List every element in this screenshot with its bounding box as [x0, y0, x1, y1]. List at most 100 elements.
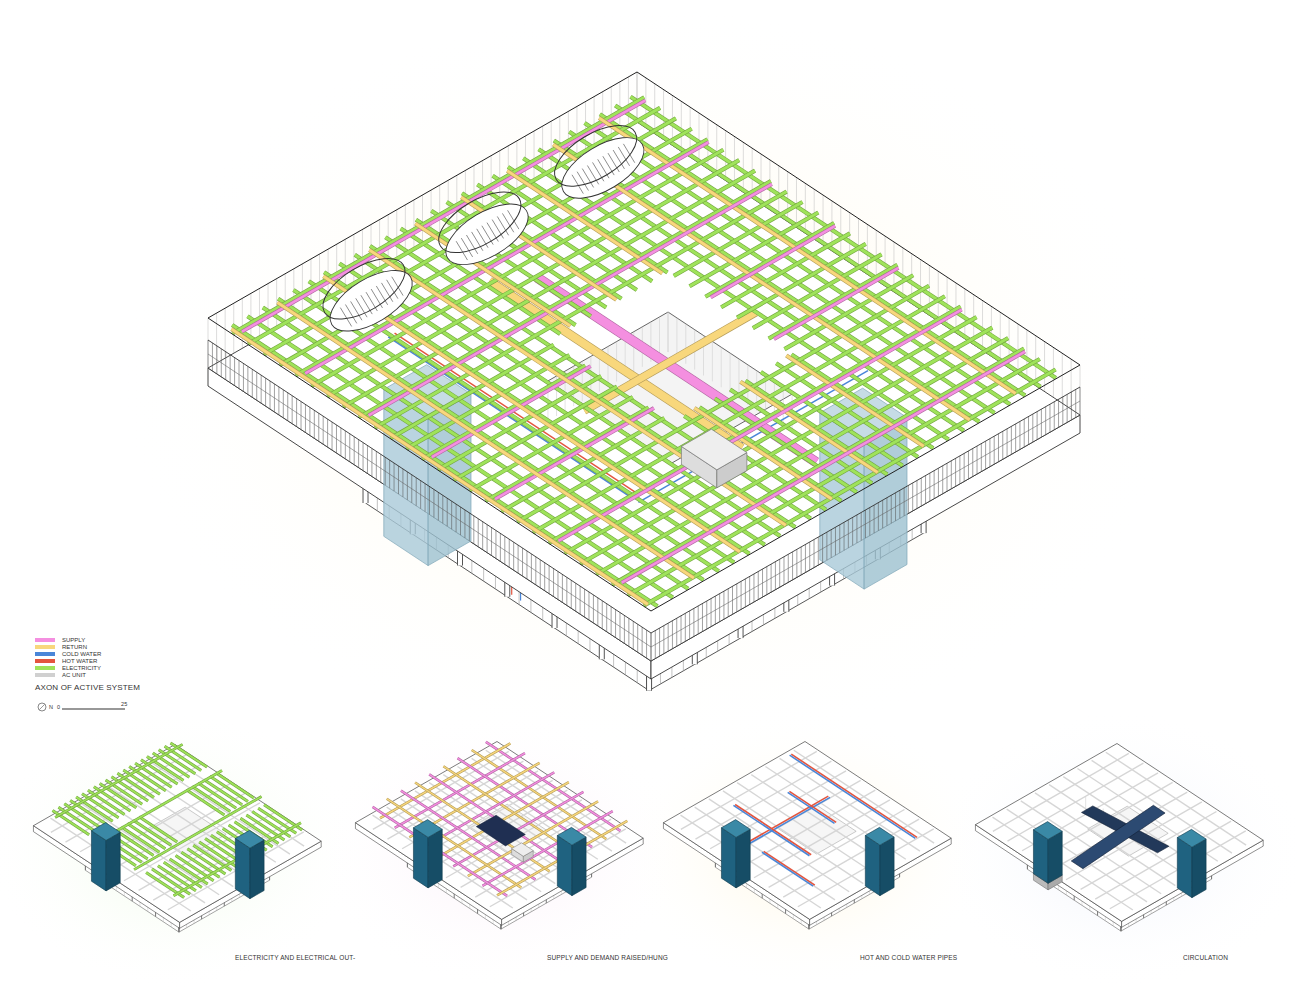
back-mullion	[681, 101, 682, 151]
background-glow	[110, 0, 1190, 760]
electric-conduit	[565, 317, 977, 553]
railing	[208, 354, 651, 647]
background-glow	[310, 710, 690, 987]
supply-pipe	[774, 268, 898, 339]
sub-caption: CIRCULATION	[1183, 954, 1228, 961]
legend-swatch	[35, 659, 55, 663]
skylight-glazing	[618, 147, 629, 166]
ac-unit	[512, 843, 534, 856]
back-mullion	[576, 106, 577, 156]
legend-text: ELECTRICITY	[62, 665, 101, 671]
service-core	[1048, 831, 1062, 883]
service-core	[721, 820, 750, 838]
electric-conduit	[312, 150, 724, 386]
legend-row: SUPPLY	[35, 636, 85, 643]
floor-plate	[208, 122, 1080, 661]
back-mullion	[208, 318, 209, 368]
back-mullion	[611, 87, 612, 137]
skylight	[436, 192, 538, 277]
legend-text: AC UNIT	[62, 672, 86, 678]
supply-pipe	[711, 226, 835, 297]
back-mullion	[439, 185, 440, 235]
electric-conduit	[612, 349, 1024, 585]
skylight-glazing	[608, 153, 619, 172]
service-core	[413, 828, 428, 888]
back-mullion	[699, 113, 700, 163]
electric-conduit	[312, 150, 724, 386]
courtyard-mullion	[608, 347, 609, 387]
skylight-glazing	[572, 175, 583, 194]
skylight-glazing	[376, 286, 387, 305]
back-mullion	[725, 131, 726, 181]
courtyard-mullion	[659, 317, 660, 357]
floor-plate	[33, 745, 321, 923]
electric-conduit	[248, 108, 660, 344]
back-mullion	[302, 264, 303, 314]
back-mullion	[456, 175, 457, 225]
duct	[409, 763, 539, 838]
legend-text: SUPPLY	[62, 637, 85, 643]
system-axon	[663, 742, 951, 930]
skylight-glazing	[502, 213, 513, 232]
back-mullion	[396, 210, 397, 260]
courtyard-mullion	[668, 312, 669, 352]
back-mullion	[1000, 312, 1001, 362]
return-pipe	[599, 118, 1015, 393]
electric-conduit	[628, 359, 1040, 595]
skylight-glazing	[456, 241, 467, 260]
beam	[1007, 809, 1147, 902]
column	[1085, 797, 1086, 810]
electric-conduit	[596, 338, 1008, 574]
beam	[709, 799, 849, 892]
back-mullion	[285, 274, 286, 324]
return-pipe	[231, 329, 647, 604]
electric-conduit	[186, 790, 224, 815]
skylight-glazing	[492, 220, 503, 239]
service-core	[413, 820, 442, 838]
floor-plate	[663, 742, 951, 920]
system-axon	[355, 742, 643, 930]
back-mullion	[319, 254, 320, 304]
service-core	[384, 389, 428, 565]
hot-water-pipe	[789, 791, 836, 822]
supply-pipe	[558, 310, 961, 541]
legend-text: RETURN	[62, 644, 87, 650]
back-mullion	[778, 166, 779, 216]
back-mullion	[259, 288, 260, 338]
skylight	[313, 246, 422, 343]
electric-conduit	[55, 744, 182, 817]
beam	[695, 807, 835, 900]
supply-pipe	[711, 226, 835, 297]
back-mullion	[902, 248, 903, 298]
back-mullion	[1044, 342, 1045, 392]
skylight	[429, 180, 538, 277]
courtyard-mullion	[730, 353, 731, 393]
scale-bar	[38, 703, 125, 711]
back-mullion	[663, 90, 664, 140]
back-mullion	[964, 289, 965, 339]
legend-swatch	[35, 638, 55, 642]
service-core	[865, 827, 894, 845]
service-core	[820, 388, 907, 442]
back-mullion	[796, 177, 797, 227]
legend-swatch	[35, 673, 55, 677]
legend-row: ELECTRICITY	[35, 664, 101, 671]
service-core	[91, 823, 120, 841]
back-mullion	[823, 195, 824, 245]
floor-plate	[355, 742, 643, 920]
skylight-glazing	[593, 162, 604, 181]
main-axon	[208, 72, 1080, 691]
back-mullion	[885, 236, 886, 286]
electric-conduit	[612, 349, 1024, 585]
service-core	[250, 840, 264, 899]
roof-outline	[208, 72, 1080, 611]
electric-conduit	[628, 359, 1040, 595]
floor-plate	[975, 744, 1263, 922]
back-mullion	[594, 97, 595, 147]
skylight	[320, 258, 422, 343]
electric-conduit	[55, 744, 182, 817]
service-core	[1177, 837, 1192, 897]
drawing-title: AXON OF ACTIVE SYSTEM	[35, 684, 140, 693]
skylight-glazing	[371, 289, 382, 308]
